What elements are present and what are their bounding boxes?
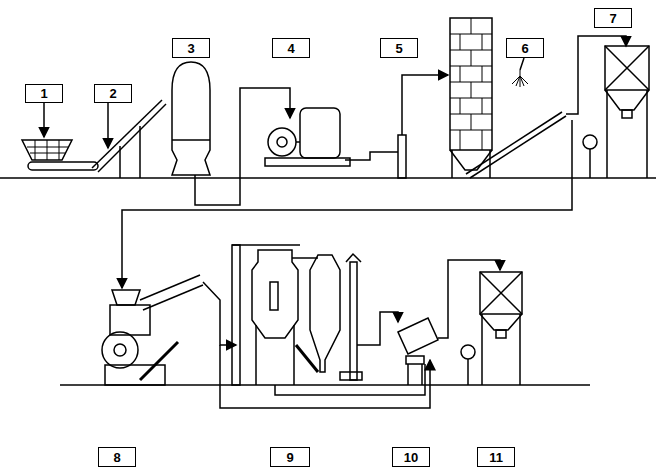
callout-number: 10 (404, 450, 418, 465)
bin-cross (605, 46, 649, 90)
conveyor-leg (139, 126, 141, 178)
mill-chute (143, 285, 203, 310)
bin-leg (646, 90, 648, 178)
brick-pattern (27, 140, 68, 160)
callout-box: 3 (172, 38, 210, 58)
bin-leg (519, 314, 521, 385)
callout-box: 7 (594, 8, 632, 28)
pipe (402, 75, 448, 135)
mill-wheel (102, 332, 138, 368)
callout-box: 5 (380, 38, 418, 58)
silo-leg (451, 150, 453, 178)
pressure-gauge (583, 135, 597, 149)
pipe (220, 345, 430, 408)
callout-number: 2 (109, 86, 116, 101)
pipe (345, 152, 398, 160)
equipment-group (0, 18, 656, 408)
pipe (203, 282, 236, 345)
separator-cyclone (310, 255, 340, 372)
bin-cross (480, 272, 522, 314)
callout-number: 6 (521, 41, 528, 56)
callout-number: 5 (395, 41, 402, 56)
callout-number: 4 (287, 41, 294, 56)
inclined-conveyor (92, 100, 162, 168)
callout-number: 7 (609, 11, 616, 26)
callout-box: 6 (506, 38, 544, 58)
frame-beam (232, 244, 300, 246)
coupling (296, 141, 300, 143)
feed-hopper (22, 140, 72, 160)
bin-outlet (496, 330, 506, 338)
bin-leg (606, 90, 608, 178)
belt-conveyor (28, 162, 98, 170)
feeder-screw (140, 342, 178, 380)
pipe (275, 364, 425, 395)
storage-vessel (172, 62, 210, 175)
callout-number: 8 (113, 450, 120, 465)
gauge-post (467, 359, 469, 385)
callout-number: 1 (40, 86, 47, 101)
dryer-cyclone (252, 250, 298, 338)
chimney-cap (346, 254, 361, 262)
cyclone-leg (293, 325, 295, 385)
callout-box: 9 (270, 447, 310, 467)
conveyor-leg (119, 146, 121, 178)
sprinkler (512, 70, 528, 87)
inclined-conveyor (98, 104, 166, 172)
callout-box: 10 (392, 447, 430, 467)
rotating-drum (398, 318, 438, 354)
inclined-conveyor (466, 112, 562, 174)
callout-number: 11 (489, 450, 503, 465)
connecting-duct (292, 257, 318, 259)
callout-box: 2 (94, 84, 132, 103)
hopper-bin (605, 46, 649, 90)
inclined-conveyor (470, 116, 566, 178)
leader-line (520, 58, 524, 70)
pipe (122, 120, 572, 288)
leader-arrow (107, 103, 109, 148)
product-bin (480, 272, 522, 314)
drum-leg (407, 364, 409, 385)
mill-base (105, 365, 165, 385)
callout-box: 11 (477, 447, 515, 467)
frame-pillar (232, 245, 240, 385)
gauge-post (589, 149, 591, 178)
motor-shaft (277, 137, 287, 147)
blower-tank (300, 108, 340, 158)
pipe (357, 312, 398, 345)
drum-stand (406, 356, 424, 364)
mill-hopper (112, 290, 140, 305)
bin-outlet (622, 110, 632, 118)
motor (268, 128, 296, 156)
pipe (566, 36, 626, 114)
pipe (195, 88, 290, 205)
callout-number: 3 (187, 41, 194, 56)
discharge-screw (296, 345, 318, 372)
fan-box (340, 372, 362, 380)
mill-hub (114, 344, 126, 356)
vertical-pipe (398, 135, 406, 178)
bin-funnel (480, 314, 522, 330)
cyclone-window (270, 282, 278, 310)
drum-leg (421, 364, 423, 385)
leader-arrow (43, 103, 45, 137)
ground-line (0, 177, 656, 179)
silo (450, 18, 492, 150)
callout-box: 8 (98, 447, 136, 467)
vessel-seam (172, 139, 210, 141)
machine-base (265, 158, 350, 166)
mill-chute (140, 275, 200, 300)
silo-bricks (450, 18, 492, 150)
bin-funnel (605, 90, 649, 110)
cyclone-leg (255, 325, 257, 385)
bin-leg (481, 314, 483, 385)
callout-number: 9 (286, 450, 293, 465)
chimney (350, 262, 357, 380)
pressure-gauge (461, 345, 475, 359)
callout-box: 1 (25, 84, 63, 103)
callout-box: 4 (272, 38, 310, 58)
